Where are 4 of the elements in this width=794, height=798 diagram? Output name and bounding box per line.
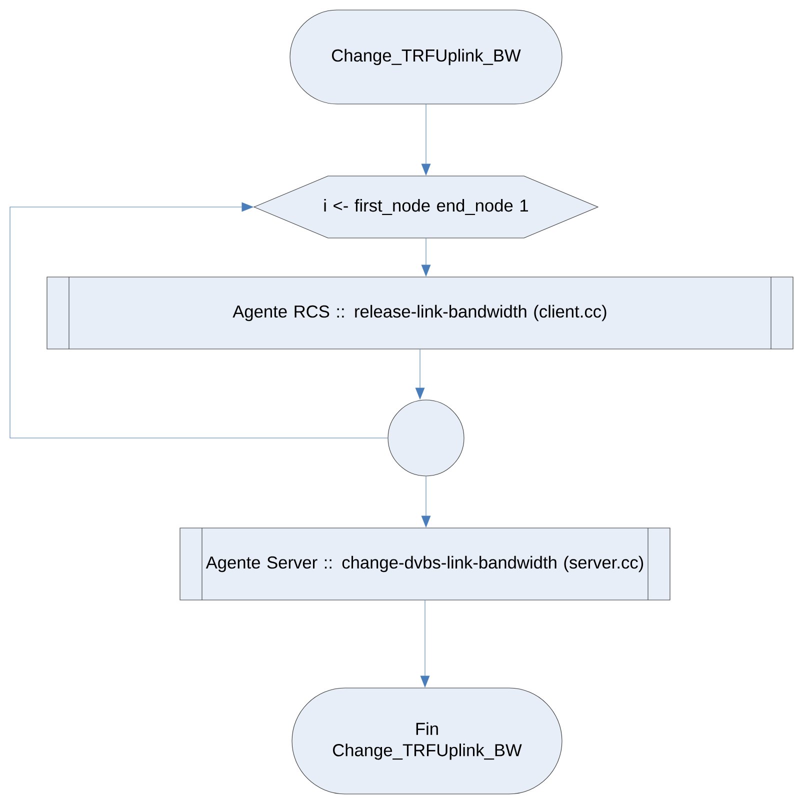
process-box: Agente Server :: change-dvbs-link-bandwidth (server.cc) [180, 528, 670, 600]
connector-circle [388, 400, 464, 476]
arrow [10, 202, 388, 438]
process-box: Agente RCS :: release-link-bandwidth (client.cc) [46, 276, 794, 350]
